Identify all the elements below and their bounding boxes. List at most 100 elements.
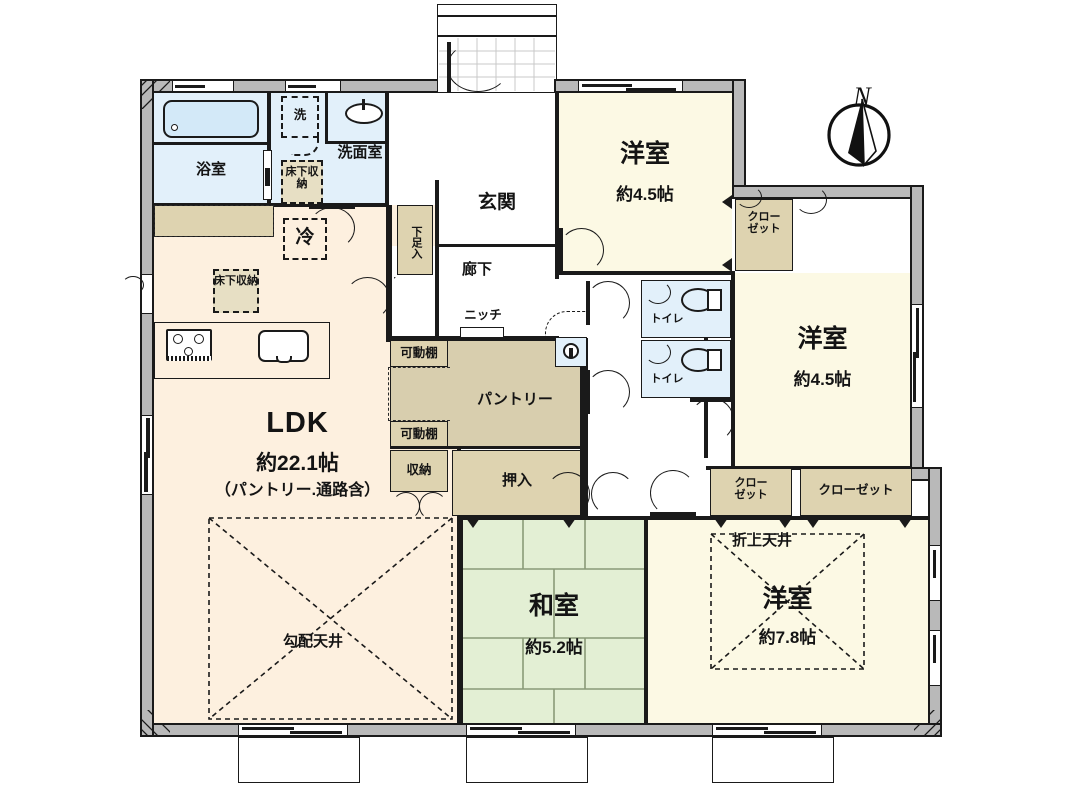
corridor-to-ldk-door-arc: [345, 277, 390, 320]
exterior-wall-right-upper: [732, 79, 746, 199]
stove-burner-1: [173, 334, 183, 344]
bedroom-se-door-arc: [650, 470, 696, 516]
wall-entrance-left: [435, 180, 439, 340]
closet-s2-arrow-left: [806, 518, 820, 528]
bedroom-e-upper-door-arc: [795, 186, 827, 214]
window-ldk-bottom-bar1: [242, 727, 294, 731]
label-laundry: 洗: [293, 108, 307, 122]
wall-bedroom-ne-bottom: [557, 271, 735, 275]
entrance-step: [437, 16, 557, 36]
closet-s1-arrow-left: [714, 518, 728, 528]
bedroom-e-door-arc: [690, 398, 734, 442]
label-toilet-2: トイレ: [650, 373, 684, 385]
wall-ldk-right: [457, 340, 461, 723]
stove-grill-vent: [167, 356, 211, 361]
wall-bedroom-e-left: [731, 273, 735, 468]
bathtub-icon: [163, 100, 259, 138]
room-bedroom-southeast: [646, 518, 928, 723]
closet-northeast: [735, 199, 793, 271]
window-left-sliding-bar1: [146, 418, 150, 458]
bedroom-e-door-leaf: [690, 398, 734, 402]
label-shoe-cabinet: 下足入: [410, 225, 422, 259]
bedroom-se-raised-ceiling-marker: [710, 533, 865, 670]
label-ldk-note: （パントリー.通路含）: [214, 482, 381, 499]
wall-corridor-left: [388, 205, 392, 340]
label-closet-south-1: クロー ゼット: [710, 477, 792, 502]
storage-door-arc-left: [419, 492, 447, 520]
stove-burner-3: [184, 347, 193, 356]
wall-bathroom-right: [267, 93, 271, 205]
hall-door-leaf: [586, 281, 590, 325]
window-bedroom-se-right-bar: [933, 550, 937, 578]
room-entrance: [437, 180, 557, 246]
shoe-entry-door-arc: [394, 277, 396, 279]
label-bathroom: 浴室: [195, 161, 226, 178]
stove-burner-2: [194, 334, 204, 344]
label-entrance: 玄関: [477, 192, 516, 213]
washitsu-door-arc-right: [546, 472, 590, 516]
sink-drain-notch: [276, 356, 292, 363]
toilet-tank-2: [707, 349, 722, 371]
compass-rose-icon: [820, 95, 898, 173]
toilet-1-door-arc: [645, 281, 671, 304]
underfloor-storage-ldk: [213, 269, 259, 313]
window-washitsu-bottom-bar1: [470, 727, 522, 731]
closet-ne-arrow-bottom: [722, 258, 732, 272]
label-movable-shelf-bottom: 可動棚: [400, 427, 438, 441]
window-bedroom-ne-bar2: [626, 88, 676, 92]
closet-south-1: [710, 468, 792, 516]
wall-hall-left: [584, 338, 588, 518]
window-left-casement: [141, 274, 153, 314]
storage-shunou: [390, 450, 448, 492]
washitsu-door-arc-left: [591, 472, 635, 516]
wall-pantry-bottom: [390, 446, 582, 449]
closet-ne-line1: クロー: [747, 211, 781, 223]
label-underfloor-storage-washroom: 床下収納: [281, 166, 323, 191]
niche: [460, 327, 504, 338]
window-bath-top-bar: [175, 85, 205, 89]
label-bedroom-se-name: 洋室: [762, 585, 813, 613]
closet-s1-line1: クロー: [734, 477, 768, 489]
closet-ne-door-arc: [736, 186, 762, 208]
label-bedroom-ne-area: 約4.5帖: [616, 185, 674, 204]
closet-s2-arrow-right: [898, 518, 912, 528]
label-oshiire: 押入: [501, 472, 532, 489]
wall-washroom-basin-bottom: [325, 141, 387, 144]
ldk-sloped-ceiling-marker: [208, 517, 453, 720]
label-ldk-area: 約22.1帖: [256, 452, 339, 475]
utility-sink-drain: [569, 348, 573, 357]
window-left-sliding-bar2: [144, 452, 148, 492]
label-toilet-1: トイレ: [650, 313, 684, 325]
bedroom-ne-door-arc: [559, 228, 604, 272]
toilet-2-door-arc: [645, 341, 671, 364]
shoe-cabinet: [397, 205, 433, 275]
underfloor-storage-ldk-line1: 床下収納: [214, 275, 258, 287]
hall-door-arc: [586, 281, 630, 325]
bedroom-ne-door-leaf: [559, 228, 563, 272]
closet-s1-arrow-right: [778, 518, 792, 528]
washer-drain-curve: [291, 134, 319, 156]
label-closet-northeast: クロー ゼット: [735, 211, 793, 236]
wall-washitsu-left: [459, 518, 463, 723]
label-corridor: 廊下: [461, 261, 492, 278]
label-bedroom-ne-name: 洋室: [619, 140, 670, 168]
corridor-to-ldk-door-leaf: [386, 277, 390, 320]
bath-door-bar: [265, 168, 270, 186]
wall-washroom-right: [385, 93, 389, 205]
entrance-step-upper: [437, 4, 557, 16]
window-bedroom-se-bottom-bar1: [716, 727, 768, 731]
terrace-washitsu: [466, 737, 588, 783]
label-movable-shelf-top: 可動棚: [400, 346, 438, 360]
oshiire-arrow-left: [466, 518, 480, 528]
label-bedroom-se-area: 約7.8帖: [758, 628, 817, 647]
exterior-wall-left: [140, 79, 154, 737]
kitchen-upper-cabinet-dashed: [154, 205, 274, 237]
label-washitsu-area: 約5.2帖: [525, 638, 583, 657]
label-storage: 収納: [406, 463, 432, 477]
oshiire-arrow-right: [562, 518, 576, 528]
bathtub-drain: [171, 124, 178, 131]
wall-washitsu-right: [644, 518, 648, 723]
toilet-tank-1: [707, 289, 722, 311]
label-closet-south-2: クローゼット: [818, 483, 894, 497]
